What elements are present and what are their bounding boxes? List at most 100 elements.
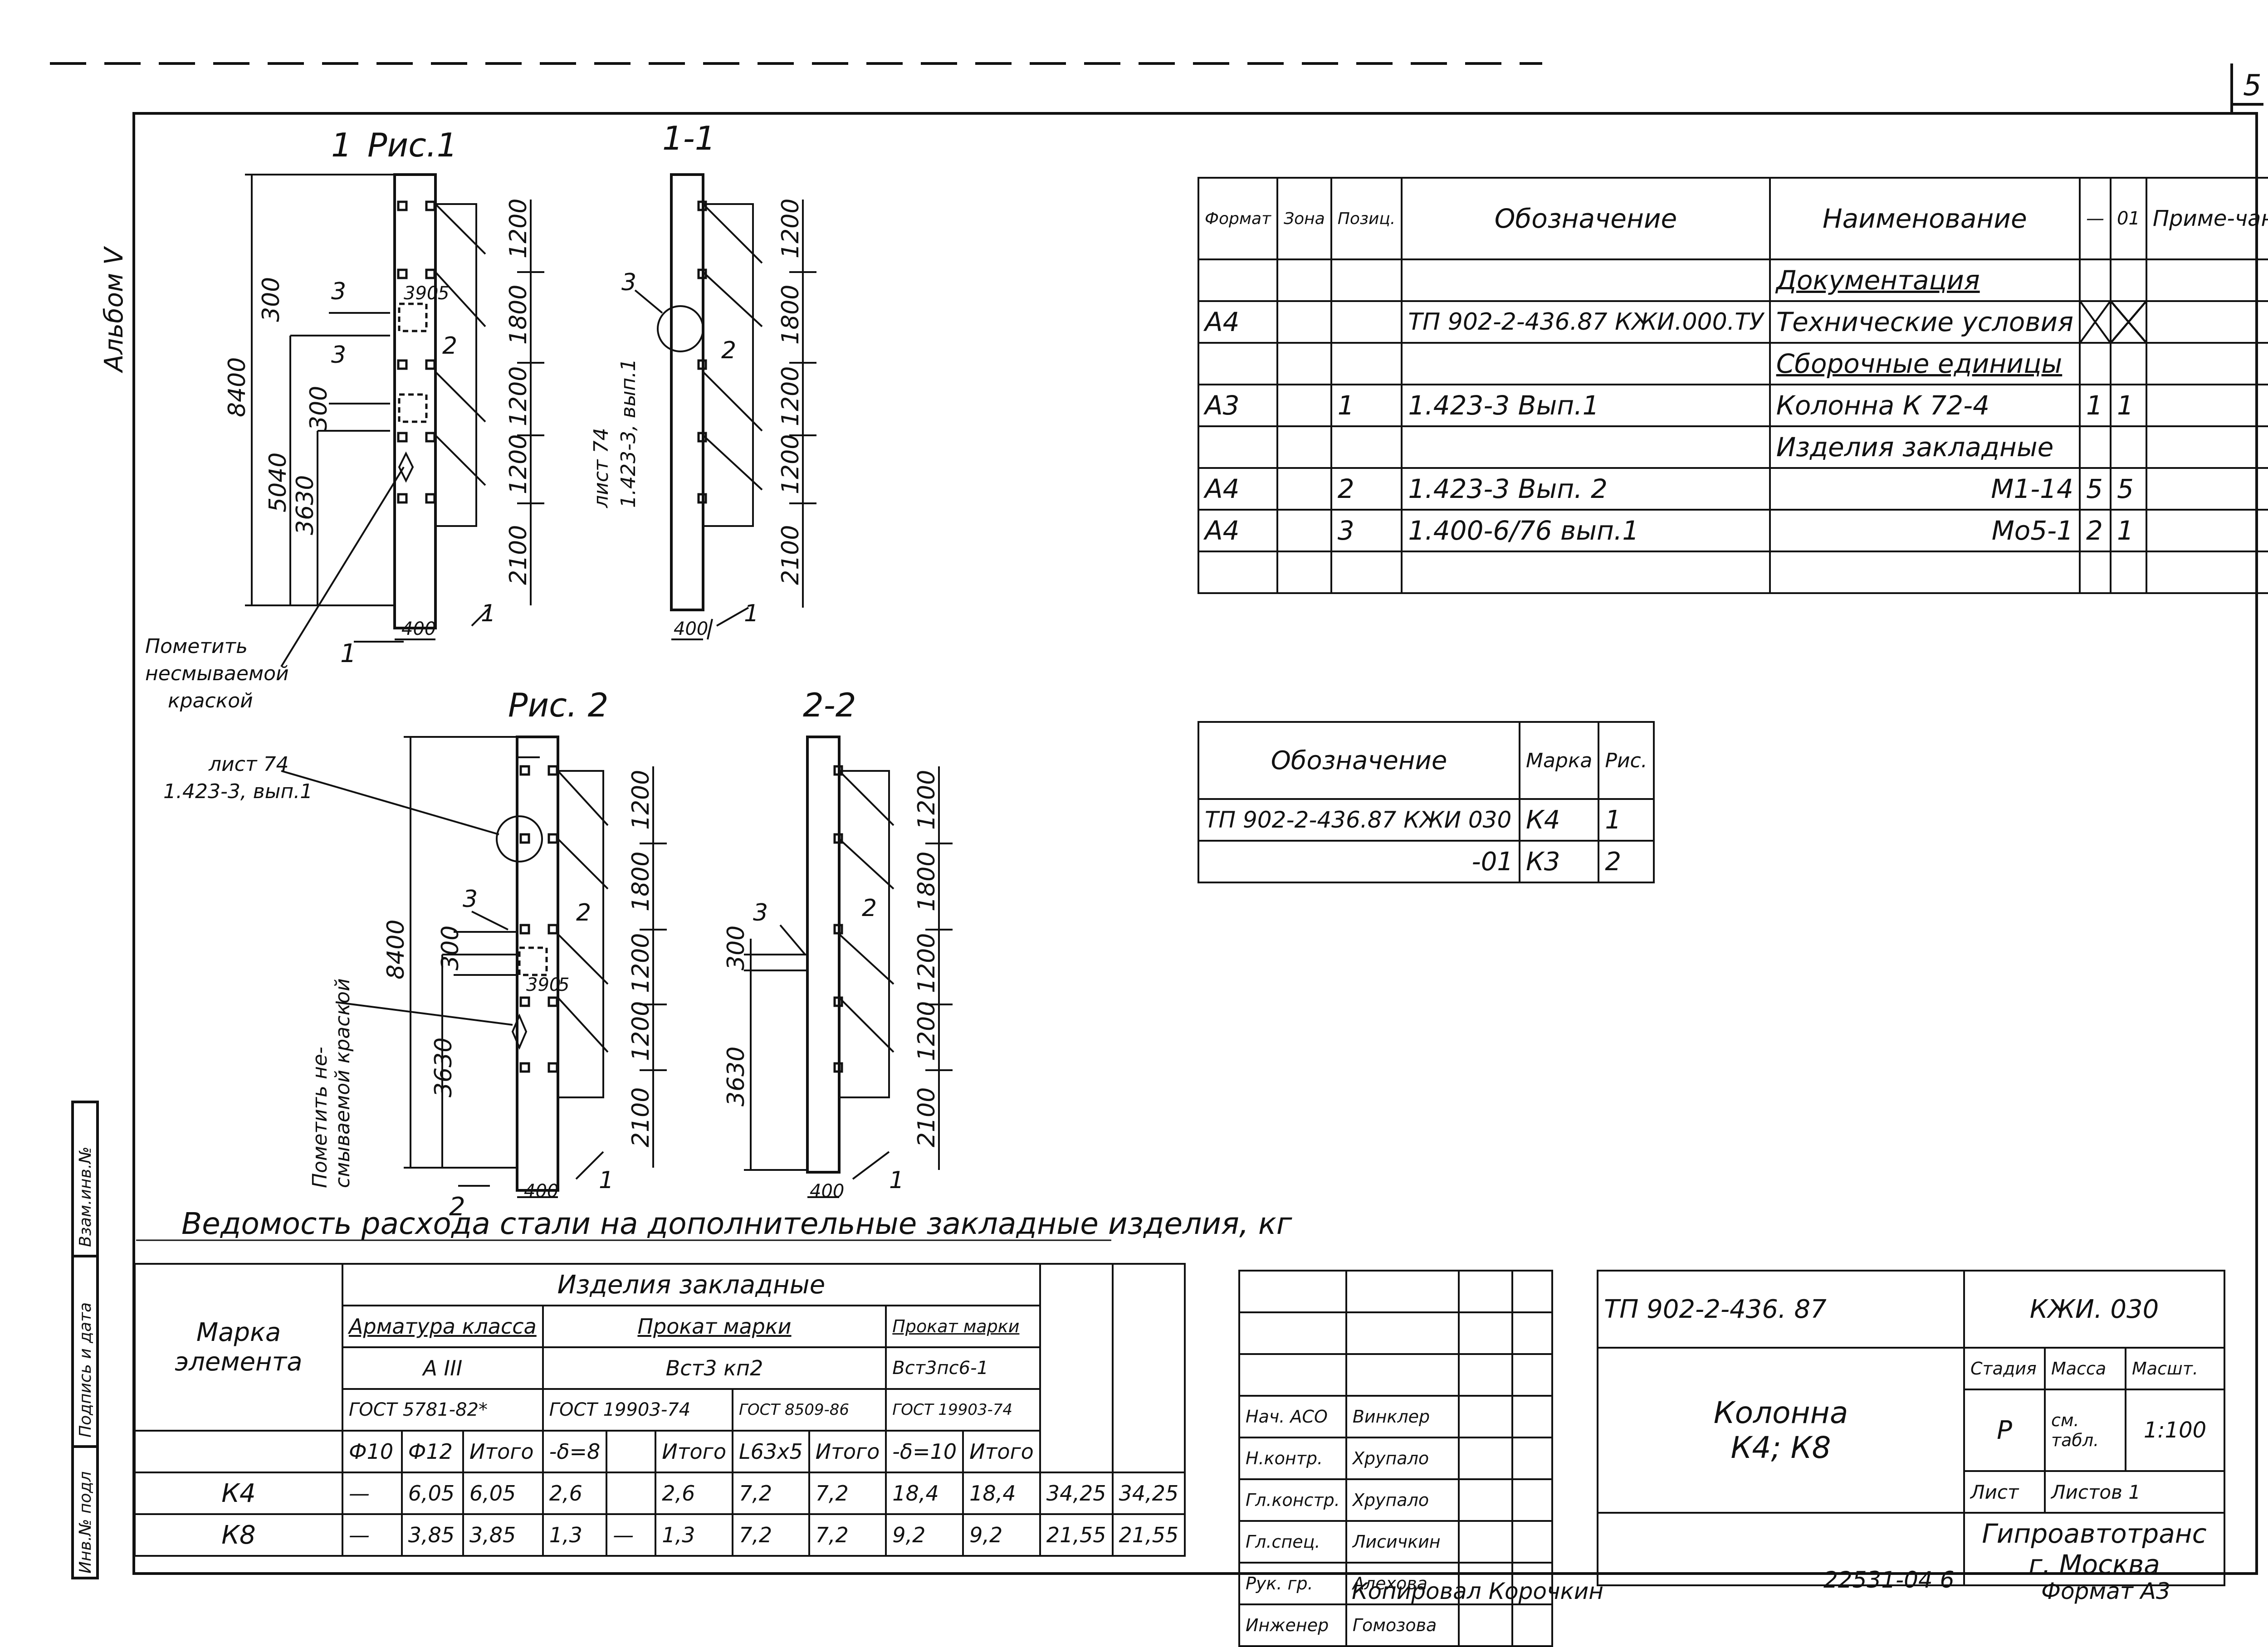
fig1-width: 400 xyxy=(401,619,436,639)
spec-cell-q1 xyxy=(2078,258,2112,302)
steel-subheader-row: Ф10 Ф12 Итого -δ=8 Итого L63х5 Итого -δ=… xyxy=(134,1430,1185,1473)
spec-row: Сборочные единицы xyxy=(1197,342,2268,385)
mark-header-fig: Рис. xyxy=(1598,721,1655,800)
signature-role: Рук. гр. xyxy=(1238,1562,1347,1605)
section1-pos-3: 3 xyxy=(621,269,636,296)
spec-cell-q2: 5 xyxy=(2109,467,2147,511)
fig1-spacing-2: 1800 xyxy=(505,285,532,345)
steel-sub: L63х5 xyxy=(731,1430,810,1473)
steel-grade-a: А III xyxy=(342,1346,544,1390)
signature-name: Алехова xyxy=(1345,1562,1460,1605)
doc-code: КЖИ. 030 xyxy=(1963,1270,2225,1349)
section2-spacing-4: 1200 xyxy=(913,1001,940,1061)
fig1-dim-total: 8400 xyxy=(224,357,251,417)
fig2-pos-1: 1 xyxy=(599,1167,614,1194)
mark-cell-designation: ТП 902-2-436.87 КЖИ 030 xyxy=(1198,798,1520,842)
steel-cell: 34,25 xyxy=(1039,1472,1114,1515)
spec-row: Документация xyxy=(1197,258,2268,302)
scale-label: Масшт. xyxy=(2125,1347,2225,1390)
signature-role: Гл.констр. xyxy=(1238,1478,1347,1522)
spec-cell-q2 xyxy=(2109,551,2147,594)
steel-row: К8 — 3,85 3,85 1,3 — 1,3 7,2 7,2 9,2 9,2… xyxy=(134,1513,1186,1557)
mark-row: ТП 902-2-436.87 КЖИ 030 К4 1 xyxy=(1198,798,1655,842)
fig1-note-3: краской xyxy=(168,689,253,712)
mass-label: Масса xyxy=(2044,1347,2126,1390)
section2-pos-2: 2 xyxy=(862,895,877,922)
spec-cell-pos xyxy=(1330,425,1403,469)
stage-value: Р xyxy=(1963,1389,2046,1472)
signature-role: Инженер xyxy=(1238,1603,1347,1647)
drawing-title-line2: К4; К8 xyxy=(1730,1430,1831,1465)
steel-group-header: Изделия закладные xyxy=(342,1263,1041,1306)
spec-cell-q2 xyxy=(2109,342,2147,385)
spec-row: А4 2 1.423-3 Вып. 2 М1-14 5 5 xyxy=(1197,467,2268,511)
section2-column xyxy=(806,736,841,1174)
mark-row: -01 К3 2 xyxy=(1198,840,1655,883)
spec-cell-designation xyxy=(1401,258,1771,302)
organization-name: Гипроавтотранс xyxy=(1982,1518,2207,1549)
steel-cell: 6,05 xyxy=(462,1472,544,1515)
signature-table: Нач. АСО Винклер Н.контр. Хрупало Гл.кон… xyxy=(1238,1270,1553,1647)
steel-cell: 18,4 xyxy=(962,1472,1041,1515)
fig2-dim-390: 390 xyxy=(526,975,561,995)
fig1-spacing-5: 2100 xyxy=(505,525,532,585)
spec-cell-q2 xyxy=(2109,258,2147,302)
fig2-pos-2: 2 xyxy=(576,899,591,926)
spec-header-note: Приме-чание xyxy=(2145,177,2268,260)
sheet-label: Лист xyxy=(1963,1470,2046,1514)
signature-name: Гомозова xyxy=(1345,1603,1460,1647)
spec-cell-name: Мо5-1 xyxy=(1769,509,2081,552)
spec-row xyxy=(1197,551,2268,594)
signature-row: Гл.спец. Лисичкин xyxy=(1238,1520,1553,1564)
signature-name: Лисичкин xyxy=(1345,1520,1460,1564)
section1-spacing-3: 1200 xyxy=(777,366,804,426)
fig1-pos-2: 2 xyxy=(442,332,457,360)
fig1-dim-300b: 300 xyxy=(305,386,332,431)
signature-mark xyxy=(1457,1562,1513,1605)
binding-label-2: Подпись и дата xyxy=(76,1302,95,1437)
spec-cell-format: А4 xyxy=(1197,467,1279,511)
spec-cell-designation: 1.423-3 Вып.1 xyxy=(1401,384,1771,427)
steel-cell: 3,85 xyxy=(462,1513,544,1557)
sheet-number: 5 xyxy=(2243,69,2262,102)
steel-sub: -δ=8 xyxy=(542,1430,608,1473)
spec-cell-pos: 3 xyxy=(1330,509,1403,552)
spec-header-qty-b: 01 xyxy=(2109,177,2147,260)
steel-gost-d: ГОСТ 19903-74 xyxy=(885,1388,1041,1432)
steel-sub: Итого xyxy=(655,1430,733,1473)
fig1-dim-300a: 300 xyxy=(258,277,285,322)
section2-width: 400 xyxy=(810,1181,844,1202)
fig2-spacing-1: 1200 xyxy=(627,770,655,830)
spec-cell-name: Изделия закладные xyxy=(1769,425,2081,469)
section1-pos-1: 1 xyxy=(744,600,759,627)
section1-sheet-ref-2: 1.423-3, вып.1 xyxy=(617,359,640,508)
spec-cell-pos xyxy=(1330,258,1403,302)
spec-cell-name: Сборочные единицы xyxy=(1769,342,2081,385)
steel-h-prokat2: Прокат марки xyxy=(885,1305,1041,1348)
spec-cell-q1 xyxy=(2078,551,2112,594)
steel-mark-header: Марка элемента xyxy=(134,1263,343,1432)
fig1-spacing-1: 1200 xyxy=(505,199,532,258)
spec-cell-q1 xyxy=(2078,342,2112,385)
steel-sub: Итого xyxy=(462,1430,544,1473)
drawing-title: Колонна К4; К8 xyxy=(1597,1347,1965,1514)
album-label: Альбом V xyxy=(99,246,129,373)
steel-row: К4 — 6,05 6,05 2,6 2,6 7,2 7,2 18,4 18,4… xyxy=(134,1472,1186,1515)
signature-role: Нач. АСО xyxy=(1238,1395,1347,1438)
binding-label-1: Инв.№ подл xyxy=(76,1472,95,1574)
binding-strip xyxy=(71,1101,99,1579)
fig1-dim-5040: 5040 xyxy=(264,453,292,512)
spec-cell-name: Колонна К 72-4 xyxy=(1769,384,2081,427)
scale-value: 1:100 xyxy=(2125,1389,2225,1472)
fig1-pos-1: 1 xyxy=(481,600,496,627)
fig2-spacing-2: 1800 xyxy=(627,852,655,911)
mark-cell-mark: К4 xyxy=(1518,798,1600,842)
fig1-column xyxy=(393,173,437,629)
steel-grade-b: Вст3 кп2 xyxy=(542,1346,887,1390)
spec-cell-name xyxy=(1769,551,2081,594)
fig1-spacing-4: 1200 xyxy=(505,434,532,494)
stage-label: Стадия xyxy=(1963,1347,2046,1390)
signature-row: Н.контр. Хрупало xyxy=(1238,1437,1553,1480)
spec-cell-format: А4 xyxy=(1197,509,1279,552)
signature-row: Гл.констр. Хрупало xyxy=(1238,1478,1553,1522)
